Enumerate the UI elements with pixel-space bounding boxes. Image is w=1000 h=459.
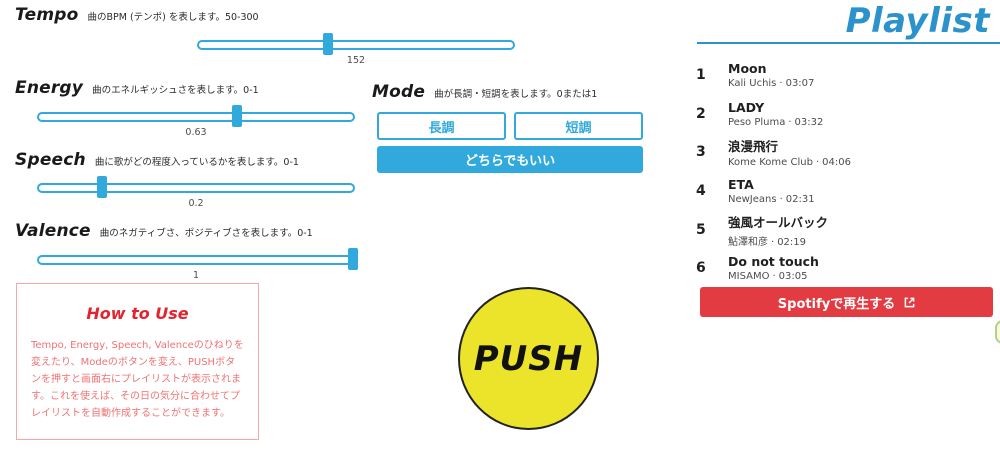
track-meta: MISAMO·03:05 [728, 271, 808, 283]
energy-slider[interactable]: 0.63 [37, 105, 355, 138]
track-title: Do not touch [728, 254, 819, 270]
mode-major-button[interactable]: 長調 [377, 112, 506, 140]
energy-description: 曲のエネルギッシュさを表します。0-1 [92, 85, 259, 96]
how-to-use-box: How to Use Tempo, Energy, Speech, Valenc… [16, 283, 259, 440]
valence-heading: Valence 曲のネガティブさ、ポジティブさを表します。0-1 [15, 221, 313, 241]
valence-value: 1 [192, 270, 200, 281]
speech-slider-thumb[interactable] [96, 176, 107, 198]
track-meta: Kali Uchis·03:07 [728, 78, 815, 90]
tempo-value: 152 [346, 55, 366, 66]
track-title: Moon [728, 61, 767, 77]
track-meta: Kome Kome Club·04:06 [728, 157, 851, 169]
track-title: 浪漫飛行 [728, 139, 779, 155]
track-title: LADY [728, 99, 765, 115]
valence-slider[interactable]: 1 [37, 248, 358, 281]
track-title: 強風オールバック [728, 214, 829, 230]
playlist-track-row: 4 ETA NewJeans·02:31 [696, 172, 996, 211]
valence-label: Valence [15, 221, 91, 241]
energy-value: 0.63 [185, 127, 207, 138]
playlist-track-row: 3 浪漫飛行 Kome Kome Club·04:06 [696, 133, 996, 172]
track-number: 4 [696, 183, 706, 200]
energy-heading: Energy 曲のエネルギッシュさを表します。0-1 [15, 78, 259, 98]
push-button-label: PUSH [473, 338, 584, 379]
track-meta: 鮎澤和彦·02:19 [728, 236, 807, 248]
how-to-use-title: How to Use [86, 304, 189, 323]
track-number: 3 [696, 144, 706, 161]
track-number: 5 [696, 221, 706, 238]
track-title: ETA [728, 177, 754, 193]
playlist-track-row: 2 LADY Peso Pluma·03:32 [696, 95, 996, 134]
mode-description: 曲が長調・短調を表します。0または1 [434, 89, 598, 100]
speech-slider[interactable]: 0.2 [37, 176, 355, 209]
valence-description: 曲のネガティブさ、ポジティブさを表します。0-1 [99, 228, 313, 239]
speech-description: 曲に歌がどの程度入っているかを表します。0-1 [94, 157, 299, 168]
mode-minor-button[interactable]: 短調 [514, 112, 643, 140]
track-meta: NewJeans·02:31 [728, 194, 815, 206]
playlist-title: Playlist [845, 1, 990, 41]
tempo-slider-thumb[interactable] [322, 33, 333, 55]
spotify-play-label: Spotifyで再生する [777, 296, 896, 312]
mode-heading: Mode 曲が長調・短調を表します。0または1 [372, 82, 597, 102]
track-number: 6 [696, 260, 706, 277]
mode-options-row: 長調 短調 [377, 112, 643, 140]
how-to-use-body: Tempo, Energy, Speech, Valenceのひねりを変えたり、… [31, 340, 244, 419]
playlist-track-row: 6 Do not touch MISAMO·03:05 [696, 249, 996, 288]
track-number: 2 [696, 105, 706, 122]
energy-label: Energy [15, 78, 84, 98]
spotify-play-button[interactable]: Spotifyで再生する [700, 287, 993, 317]
tempo-heading: Tempo 曲のBPM (テンポ) を表します。50-300 [15, 5, 259, 25]
track-meta: Peso Pluma·03:32 [728, 116, 824, 128]
mode-any-button[interactable]: どちらでもいい [377, 146, 643, 173]
speech-label: Speech [15, 150, 86, 170]
tempo-description: 曲のBPM (テンポ) を表します。50-300 [87, 12, 259, 23]
edge-clipped-widget[interactable] [995, 320, 1000, 344]
tempo-label: Tempo [15, 5, 79, 25]
playlist-track-row: 1 Moon Kali Uchis·03:07 [696, 56, 996, 95]
energy-slider-thumb[interactable] [231, 105, 242, 127]
track-number: 1 [696, 67, 706, 84]
playlist-track-list: 1 Moon Kali Uchis·03:07 2 LADY Peso Plum… [696, 56, 996, 288]
playlist-track-row: 5 強風オールバック 鮎澤和彦·02:19 [696, 210, 996, 249]
mode-label: Mode [372, 82, 426, 102]
valence-slider-thumb[interactable] [348, 248, 358, 270]
speech-value: 0.2 [188, 198, 204, 209]
push-button[interactable]: PUSH [458, 287, 599, 430]
speech-heading: Speech 曲に歌がどの程度入っているかを表します。0-1 [15, 150, 299, 170]
playlist-divider [697, 42, 1000, 44]
tempo-slider[interactable]: 152 [197, 33, 515, 66]
external-link-icon [904, 297, 915, 307]
